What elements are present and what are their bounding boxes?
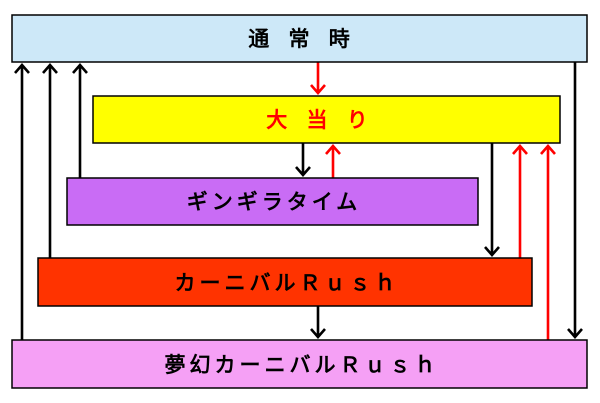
- arrow-mugen-to-big-hit: [540, 144, 556, 340]
- node-normal: 通 常 時: [11, 14, 588, 63]
- node-normal-box: [11, 14, 588, 63]
- node-carnival-rush-label: カーニバルＲｕｓｈ: [175, 271, 400, 295]
- arrow-carnival-to-mugen: [310, 306, 326, 339]
- arrow-mugen-to-normal: [14, 63, 30, 340]
- node-mugen-carnival-rush: 夢幻カーニバルＲｕｓｈ: [11, 339, 588, 389]
- node-big-hit-box: [92, 95, 561, 144]
- node-carnival-rush-box: [37, 257, 533, 307]
- node-normal-label: 通 常 時: [248, 27, 356, 51]
- arrow-carnival-to-big-hit: [512, 144, 528, 258]
- node-gingira-time: ギンギラタイム: [66, 177, 479, 226]
- node-mugen-carnival-rush-label: 夢幻カーニバルＲｕｓｈ: [165, 353, 440, 377]
- arrow-big-hit-to-carnival: [484, 143, 500, 257]
- node-big-hit-label: 大 当 り: [266, 108, 374, 132]
- arrow-normal-to-mugen: [567, 62, 583, 339]
- node-carnival-rush: カーニバルＲｕｓｈ: [37, 257, 533, 307]
- arrow-gingira-to-big-hit: [325, 144, 341, 178]
- arrow-gingira-to-normal: [72, 63, 88, 178]
- arrow-big-hit-to-gingira: [295, 143, 311, 177]
- node-mugen-carnival-rush-box: [11, 339, 588, 389]
- node-gingira-time-box: [66, 177, 479, 226]
- node-gingira-time-label: ギンギラタイム: [187, 190, 362, 214]
- node-big-hit: 大 当 り: [92, 95, 561, 144]
- arrow-normal-to-big-hit: [310, 62, 326, 95]
- arrows: [14, 62, 583, 340]
- arrow-carnival-to-normal: [42, 63, 58, 258]
